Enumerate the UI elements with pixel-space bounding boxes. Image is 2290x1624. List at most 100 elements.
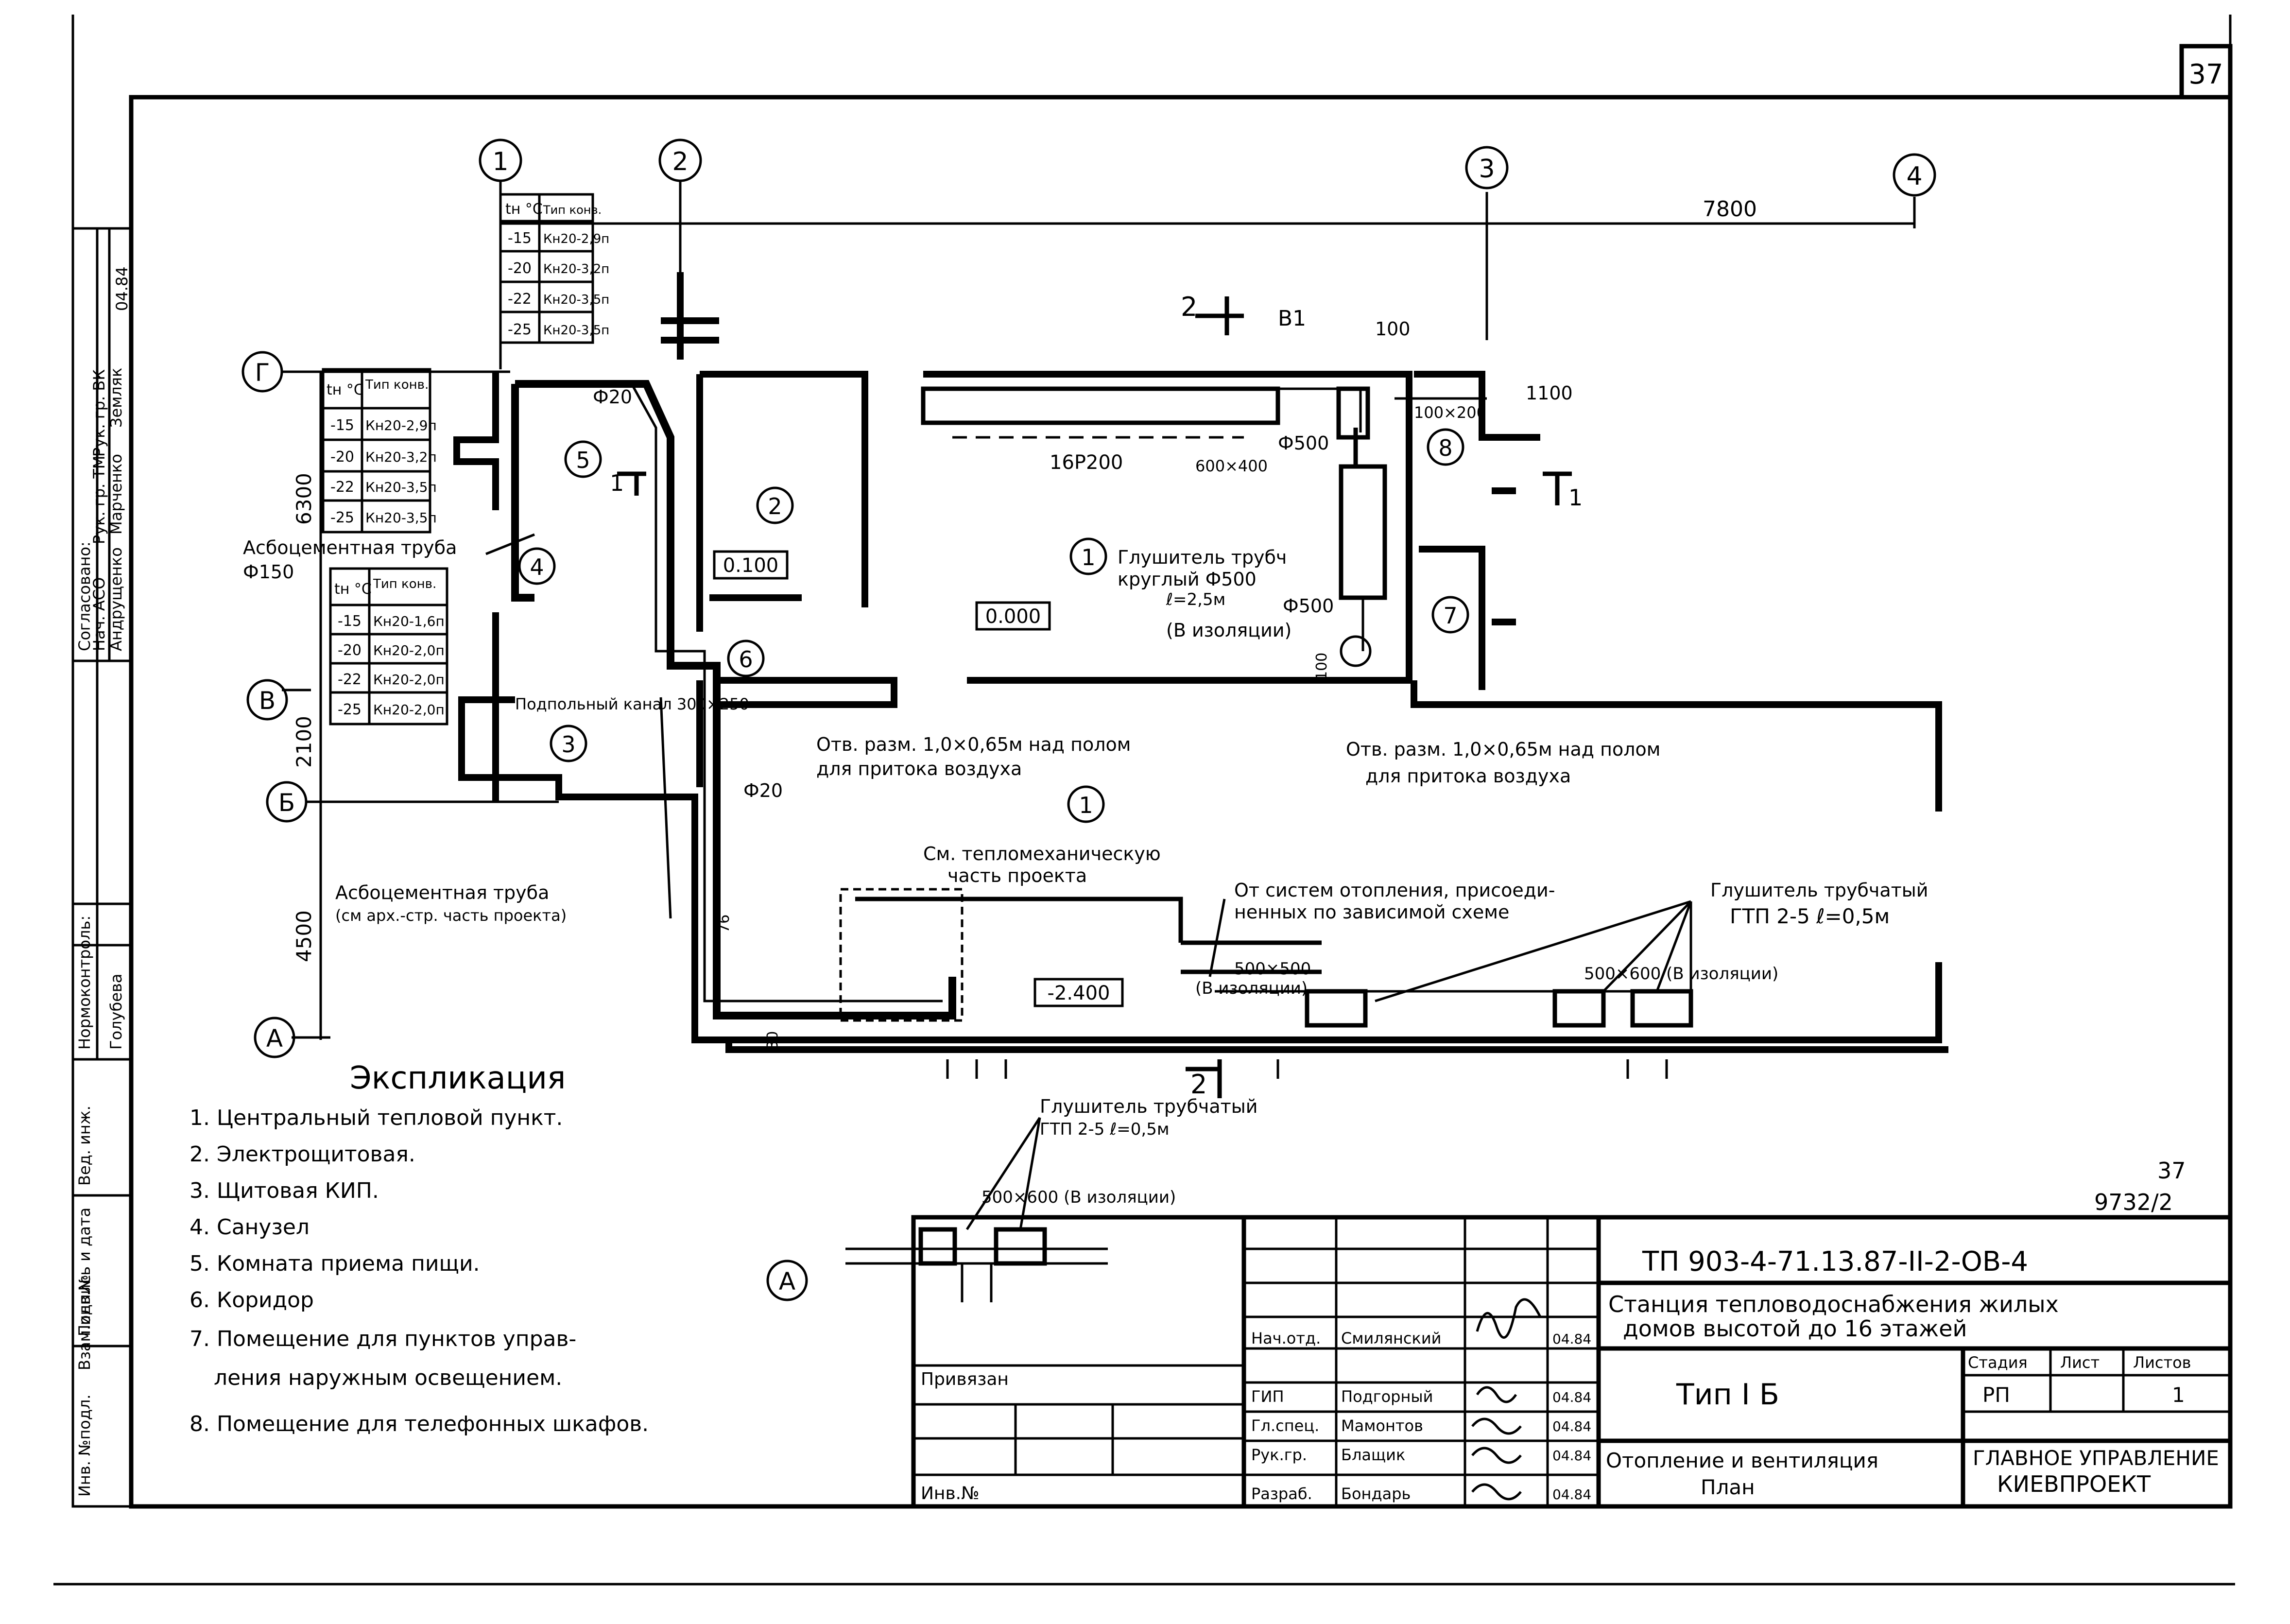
axis-bubble-4: 4 — [1893, 153, 1936, 197]
label-duct-500x600-a: 500×600 (В изоляции) — [1584, 964, 1778, 984]
room-number-4: 4 — [518, 547, 556, 585]
dim-1100: 1100 — [1526, 382, 1573, 404]
heating-pipes — [511, 380, 1183, 1022]
axis-bubble-g: Г — [241, 351, 283, 393]
svg-text:-25: -25 — [330, 509, 354, 526]
level-m2400-box — [1033, 978, 1124, 1007]
leader-lines — [485, 533, 1692, 1230]
svg-text:2: 2 — [1181, 292, 1197, 322]
label-asbest-top-dia: Ф150 — [243, 561, 294, 583]
svg-text:Кн20-2,9п: Кн20-2,9п — [365, 417, 437, 433]
vzam-label: Взам.инв.№ — [75, 1275, 94, 1370]
svg-text:-15: -15 — [338, 613, 362, 630]
title-block — [911, 1215, 2233, 1509]
room-number-8: 8 — [1427, 428, 1464, 466]
svg-text:6: 6 — [739, 646, 753, 673]
explication-title: Экспликация — [350, 1060, 566, 1096]
svg-text:-22: -22 — [508, 291, 532, 308]
supply-duct — [921, 386, 1487, 667]
svg-text:2: 2 — [1190, 1069, 1207, 1100]
normcontrol-title: Нормоконтроль: — [75, 916, 94, 1050]
label-thermomech-1: См. тепломеханическую — [923, 843, 1161, 864]
explication-item-7b: ления наружным освещением. — [214, 1365, 562, 1390]
svg-text:2: 2 — [672, 147, 688, 176]
tb-sheets: 1 — [2172, 1383, 2185, 1407]
section-mark-1-left: 1 — [610, 470, 646, 496]
ved-label: Вед. инж. — [75, 1106, 94, 1186]
level-0100: 0.100 — [723, 554, 779, 577]
label-b1: В1 — [1278, 306, 1306, 331]
explication-item-6: 6. Коридор — [189, 1288, 314, 1313]
agreed-title: Согласовано: — [75, 541, 94, 651]
svg-text:А: А — [266, 1024, 283, 1053]
label-thermomech-2: часть проекта — [947, 865, 1087, 886]
label-muffler-det-1: Глушитель трубчатый — [1040, 1096, 1257, 1117]
axis-bubble-b: Б — [266, 781, 308, 823]
lower-duct-run — [946, 940, 1693, 1079]
tb-privyazan: Привязан — [921, 1369, 1009, 1389]
svg-text:Кн20-3,5п: Кн20-3,5п — [365, 510, 437, 526]
side-stamp: Согласовано: Нач. АСО Рук. гр. ТМ Рук. г… — [71, 227, 133, 1508]
axis-bubble-a: А — [254, 1017, 295, 1058]
dim-2100: 2100 — [292, 716, 316, 768]
svg-text:Тип конв.: Тип конв. — [373, 577, 436, 591]
tb-org-2: КИЕВПРОЕКТ — [1997, 1471, 2151, 1497]
agreed-row-1: Рук. гр. ТМ — [90, 455, 108, 544]
svg-text:1: 1 — [492, 147, 508, 176]
label-opening-left-1: Отв. разм. 1,0×0,65м над полом — [816, 734, 1131, 755]
agreed-name-5: Земляк — [107, 368, 125, 428]
axis-bubble-3: 3 — [1465, 146, 1509, 190]
tb-date-2: 04.84 — [1552, 1418, 1591, 1434]
agreed-row-0: Нач. АСО — [90, 577, 108, 651]
label-asbest-bottom-note: (см арх.-стр. часть проекта) — [335, 906, 567, 925]
svg-text:Б: Б — [278, 789, 295, 817]
svg-text:2: 2 — [768, 493, 782, 519]
svg-text:В: В — [259, 687, 275, 715]
level-0100-box — [713, 550, 789, 580]
explication-item-5: 5. Комната приема пищи. — [189, 1251, 480, 1276]
svg-text:1: 1 — [610, 470, 624, 496]
tb-name-3: Блащик — [1341, 1446, 1405, 1464]
explication-item-4: 4. Санузел — [189, 1215, 310, 1240]
dim-7800: 7800 — [1703, 197, 1757, 222]
svg-text:5: 5 — [576, 447, 590, 473]
tb-role-4: Разраб. — [1251, 1485, 1312, 1503]
label-heating-2: ненных по зависимой схеме — [1234, 901, 1509, 923]
dim-100-top: 100 — [1375, 318, 1411, 340]
svg-text:-22: -22 — [330, 479, 354, 496]
label-asbest-bottom: Асбоцементная труба — [335, 882, 549, 903]
tb-role-2: Гл.спец. — [1251, 1417, 1319, 1435]
svg-text:-20: -20 — [338, 642, 362, 659]
tb-sheet-h: Лист — [2060, 1353, 2100, 1372]
section-mark-1-right: 1 — [1543, 471, 1583, 511]
tb-date-3: 04.84 — [1552, 1448, 1591, 1464]
tb-project-title-2: домов высотой до 16 этажей — [1623, 1315, 1967, 1342]
tb-stage: РП — [1982, 1383, 2010, 1407]
podpis-label: Подпись и дата — [75, 1208, 94, 1336]
svg-text:1: 1 — [1081, 544, 1095, 570]
svg-text:3: 3 — [561, 731, 575, 758]
label-duct-600x400: 600×400 — [1195, 457, 1268, 475]
agreed-row-2: Рук. гр. ВК — [90, 369, 108, 457]
explication-item-3: 3. Щитовая КИП. — [189, 1178, 379, 1203]
svg-text:Кн20-3,2п: Кн20-3,2п — [365, 449, 437, 465]
tb-name-4: Бондарь — [1341, 1485, 1411, 1503]
level-m2400: -2.400 — [1048, 982, 1110, 1004]
label-muffler-tube-2: ГТП 2-5 ℓ=0,5м — [1730, 904, 1890, 928]
label-heating-1: От систем отопления, присоеди- — [1234, 880, 1555, 901]
axis-bubble-1: 1 — [479, 138, 522, 182]
svg-text:tн °C: tн °C — [327, 381, 364, 398]
label-channel: Подпольный канал 300×250 — [515, 695, 749, 713]
svg-text:4: 4 — [1906, 162, 1922, 191]
room-number-2: 2 — [756, 486, 794, 524]
svg-text:tн °C: tн °C — [505, 201, 543, 218]
svg-text:7: 7 — [1443, 603, 1457, 629]
label-opening-right-2: для притока воздуха — [1365, 765, 1571, 787]
svg-text:Кн20-3,5п: Кн20-3,5п — [365, 479, 437, 495]
label-muffler-round-1: Глушитель трубч — [1118, 547, 1287, 568]
label-asbest-top: Асбоцементная труба — [243, 537, 457, 558]
label-phi20-bottom: Ф20 — [743, 780, 783, 801]
svg-text:-15: -15 — [508, 230, 532, 247]
